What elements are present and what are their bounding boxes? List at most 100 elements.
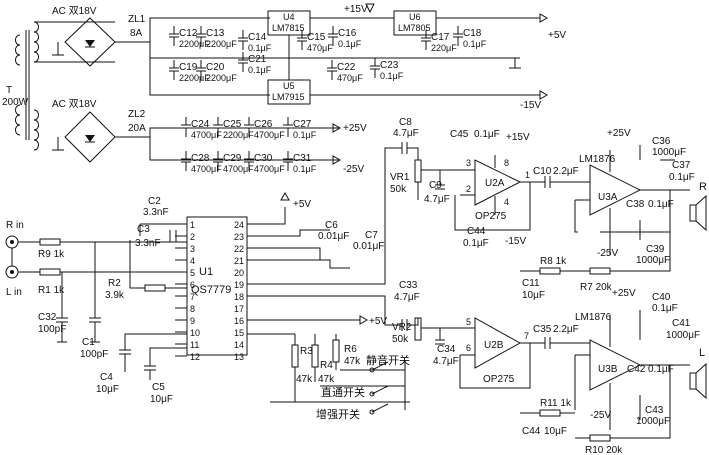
u1-pin-right-18: 18 xyxy=(234,292,244,302)
rail-p15-label: +15V xyxy=(344,4,368,15)
capacitor-c12-ref: C12 xyxy=(179,28,198,39)
capacitor-c14-ref: C14 xyxy=(248,32,267,43)
arrow-n25 xyxy=(332,155,342,165)
rail-p5-label: +5V xyxy=(548,30,566,41)
mute-switch[interactable] xyxy=(369,361,389,373)
r8-label: R8 1k xyxy=(540,256,567,267)
c10-value: 2.2μF xyxy=(553,166,579,177)
c37-value: 0.1μF xyxy=(669,172,695,183)
transformer-secondary-2 xyxy=(33,109,39,151)
c5-ref: C5 xyxy=(152,382,165,393)
vr1-wires xyxy=(417,169,460,200)
u1-ref: U1 xyxy=(199,266,213,278)
u3b-wires xyxy=(574,310,690,430)
c8-shape xyxy=(395,142,419,160)
speaker-l: L xyxy=(689,347,707,400)
u1-pin-right-23: 23 xyxy=(234,232,244,242)
pot-vr1[interactable] xyxy=(414,159,422,183)
c4-value: 10μF xyxy=(96,384,119,395)
capacitor-c16-value: 0.1μF xyxy=(338,39,362,49)
u1-pin-right-17: 17 xyxy=(234,304,244,314)
u2a-vcc: +15V xyxy=(506,132,530,143)
capacitor-c21-ref: C21 xyxy=(248,54,267,65)
capacitor-c15-ref: C15 xyxy=(307,32,326,43)
capacitor-c27-symbol xyxy=(283,117,293,137)
u1-pin-left-9: 9 xyxy=(190,316,195,326)
c1-shape xyxy=(89,242,101,342)
secondary-2-label: AC 双18V xyxy=(52,98,97,110)
u1-right-wires xyxy=(247,207,350,269)
capacitor-c31-symbol xyxy=(283,151,293,171)
pot-vr2[interactable] xyxy=(414,317,422,341)
bridge-zl2 xyxy=(64,111,116,163)
bypass-switch-label: 直通开关 xyxy=(321,385,365,399)
capacitor-c17-symbol xyxy=(421,30,431,50)
c38-value: 0.1μF xyxy=(648,199,674,210)
speaker-r-label: R xyxy=(699,181,707,193)
enhance-switch[interactable] xyxy=(369,403,389,415)
bypass-switch-contact xyxy=(369,391,375,397)
c6-ref: C6 xyxy=(325,220,338,231)
u1-pin-right-22: 22 xyxy=(234,244,244,254)
u2a-pin-8: 8 xyxy=(504,158,509,168)
sec2-ground xyxy=(52,137,64,151)
c9-ref: C9 xyxy=(429,180,442,191)
capacitor-c23-ref: C23 xyxy=(380,60,399,71)
u1-pin-right-20: 20 xyxy=(234,268,244,278)
bypass-switch[interactable] xyxy=(369,385,389,397)
capacitor-c15-value: 470μF xyxy=(307,43,333,53)
c40-ref: C40 xyxy=(652,292,671,303)
c44b-value: 10μF xyxy=(544,426,567,437)
u2a-wires xyxy=(454,155,545,231)
c32-value: 100pF xyxy=(38,324,66,335)
c9-value: 4.7μF xyxy=(424,194,450,205)
u1-pin-left-12: 12 xyxy=(190,352,200,362)
u1-pin-left-2: 2 xyxy=(190,232,195,242)
capacitor-c20-value: 2200μF xyxy=(206,73,237,83)
amp-u3b xyxy=(589,339,642,391)
u1-pin-right-15: 15 xyxy=(234,328,244,338)
input-l-label: L in xyxy=(6,287,22,298)
r3-value: 47k xyxy=(296,374,313,385)
enhance-switch-blade xyxy=(371,403,389,413)
capacitor-c25-symbol xyxy=(213,117,223,137)
opamp-section: C8 4.7μF VR1 50k C9 4.7μF U2A OP275 3 2 … xyxy=(390,117,579,389)
c2-ref: C2 xyxy=(148,196,161,207)
c8-value: 4.7μF xyxy=(393,128,419,139)
u1-pin-right-19: 19 xyxy=(234,280,244,290)
regulator-u5-ref: U5 xyxy=(283,81,295,91)
u1-vcc2-label: +5V xyxy=(369,316,387,327)
capacitor-c30-value: 4700μF xyxy=(254,164,285,174)
c35-ref: C35 xyxy=(533,324,552,335)
c32-shape xyxy=(56,272,68,342)
capacitor-c29-ref: C29 xyxy=(223,153,242,164)
capacitor-c14-symbol xyxy=(238,30,248,50)
capacitor-c28-ref: C28 xyxy=(191,153,210,164)
regulator-u4-ref: U4 xyxy=(283,12,295,22)
capacitor-c29-symbol xyxy=(213,151,223,171)
arrow-n15 xyxy=(539,90,549,100)
transformer-secondary-1 xyxy=(33,21,39,63)
u1-pin-left-7: 7 xyxy=(190,292,195,302)
c1-ref: C1 xyxy=(82,337,95,348)
c11-value: 10μF xyxy=(522,290,545,301)
u1-output-wires xyxy=(247,147,395,335)
capacitor-c24-symbol xyxy=(181,117,191,137)
capacitor-c21-value: 0.1μF xyxy=(248,65,272,75)
c41-value: 1000μF xyxy=(666,330,700,341)
r11-label: R11 1k xyxy=(540,398,572,409)
resistor-r1 xyxy=(39,268,61,276)
c1-value: 100pF xyxy=(80,349,108,360)
input-wires xyxy=(11,241,187,273)
u1-pin-left-5: 5 xyxy=(190,268,195,278)
c7-value: 0.01μF xyxy=(353,241,384,252)
u3a-ref: U3A xyxy=(598,192,618,203)
u1-pin-left-4: 4 xyxy=(190,256,195,266)
mute-switch-blade xyxy=(371,361,389,371)
capacitor-c26-symbol xyxy=(244,117,254,137)
regulator-u4-part: LM7815 xyxy=(272,23,305,33)
c34-value: 4.7μF xyxy=(433,356,459,367)
u1-pin-left-6: 6 xyxy=(190,280,195,290)
opamp-u2b xyxy=(474,317,522,369)
